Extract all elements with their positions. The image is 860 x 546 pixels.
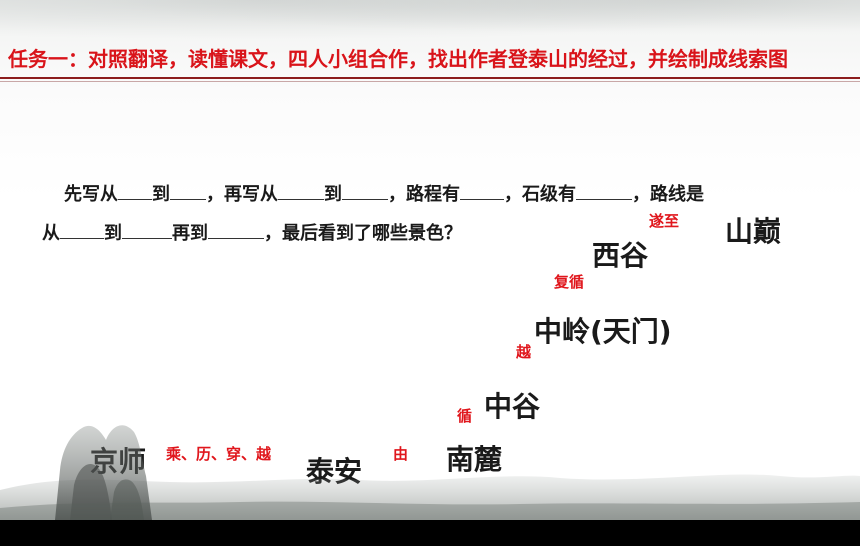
- verb-fuxun: 复循: [554, 273, 585, 291]
- question-text: ，再写从: [206, 184, 278, 205]
- question-line-2: 从 到 再到 ，最后看到了哪些景色？: [42, 219, 462, 245]
- fill-blank: [122, 220, 172, 239]
- question-text: 到: [324, 184, 342, 205]
- fill-blank: [342, 181, 388, 200]
- mountain-landscape-decoration: [0, 425, 860, 520]
- verb-cheng: 乘、历、穿、越: [166, 445, 272, 463]
- mist-decoration: [0, 0, 860, 40]
- fill-blank: [118, 181, 152, 200]
- title-divider-thin: [0, 81, 860, 82]
- title-bar: 任务一：对照翻译，读懂课文，四人小组合作，找出作者登泰山的经过，并绘制成线索图: [0, 38, 860, 76]
- verb-yue: 越: [516, 343, 532, 361]
- question-text: ，石级有: [504, 184, 576, 205]
- place-zhonggu: 中谷: [484, 390, 541, 423]
- title-divider: [0, 77, 860, 79]
- task-title: 任务一：对照翻译，读懂课文，四人小组合作，找出作者登泰山的经过，并绘制成线索图: [8, 46, 788, 71]
- question-text: 从: [42, 223, 60, 244]
- bottom-bar: [0, 520, 860, 546]
- place-shandian: 山巅: [725, 215, 782, 248]
- verb-you: 由: [393, 445, 409, 463]
- question-text: 先写从: [64, 184, 118, 205]
- fill-blank: [460, 181, 504, 200]
- question-text: ，路程有: [388, 184, 460, 205]
- question-line-1: 先写从 到 ，再写从 到 ，路程有 ，石级有 ，路线是: [64, 180, 704, 206]
- verb-xun: 循: [457, 407, 473, 425]
- fill-blank: [278, 181, 324, 200]
- question-text: ，最后看到了哪些景色？: [264, 223, 462, 244]
- verb-suizhi: 遂至: [649, 212, 680, 230]
- fill-blank: [60, 220, 104, 239]
- place-nanlu: 南麓: [446, 443, 503, 476]
- question-text: ，路线是: [632, 184, 704, 205]
- question-text: 再到: [172, 223, 208, 244]
- place-zhongling: 中岭(天门): [534, 315, 672, 348]
- fill-blank: [576, 181, 632, 200]
- fill-blank: [170, 181, 206, 200]
- question-text: 到: [152, 184, 170, 205]
- question-text: 到: [104, 223, 122, 244]
- fill-blank: [208, 220, 264, 239]
- place-xigu: 西谷: [592, 239, 649, 272]
